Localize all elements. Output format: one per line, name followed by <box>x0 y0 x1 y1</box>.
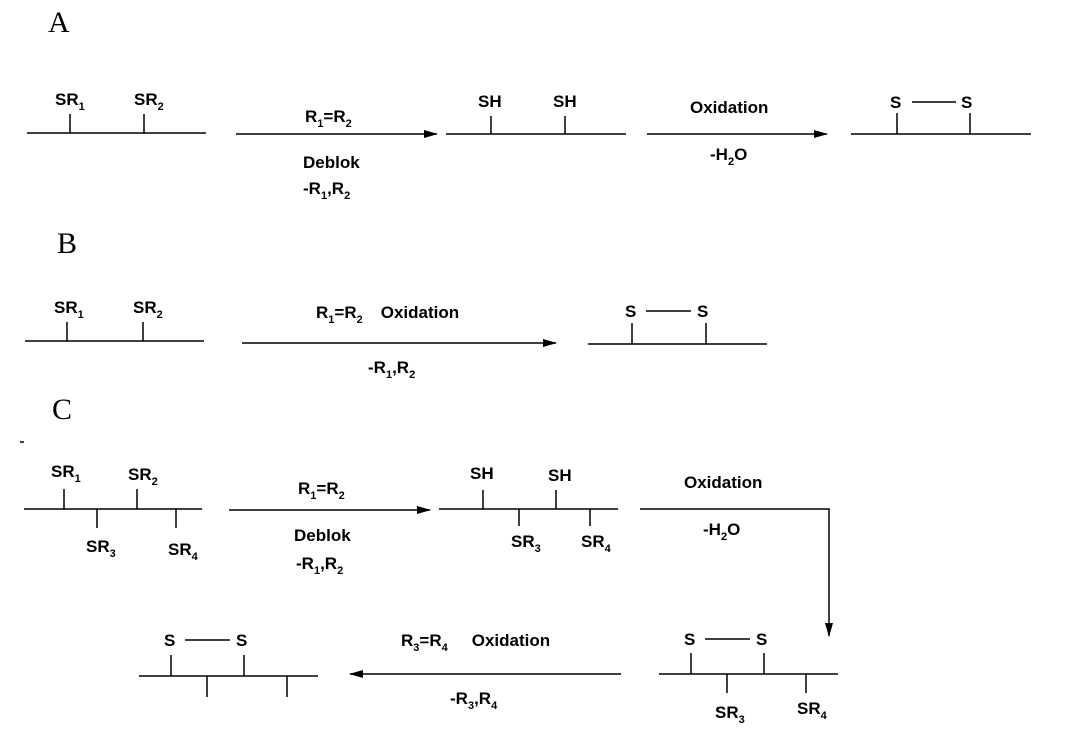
sh-label: SH <box>553 92 577 111</box>
panel-a-reactant: SR1 SR2 <box>27 90 206 134</box>
arrow-condition: Oxidation <box>690 98 768 117</box>
panel-c-letter: C <box>52 393 72 426</box>
panel-a-intermediate: SH SH <box>446 92 626 135</box>
arrow-removed-groups: -R1,R2 <box>296 554 343 577</box>
sr2-label: SR2 <box>128 465 158 488</box>
panel-a: A SR1 SR2 R1=R2 Deblok -R1,R2 SH SH O <box>27 6 1031 202</box>
arrow-removed-groups: -R3,R4 <box>450 689 498 712</box>
sr3-label: SR3 <box>715 703 745 726</box>
arrow-byproduct: -H2O <box>703 520 740 543</box>
sr3-label: SR3 <box>86 537 116 560</box>
panel-c-reactant: SR1 SR2 SR3 SR4 <box>24 462 202 563</box>
sh-label: SH <box>470 464 494 483</box>
sr4-label: SR4 <box>581 532 612 555</box>
arrow-condition: R1=R2 <box>298 479 345 502</box>
panel-b-reactant: SR1 SR2 <box>25 298 204 342</box>
arrow-byproduct: -H2O <box>710 145 747 168</box>
sr2-label: SR2 <box>134 90 164 113</box>
sr4-label: SR4 <box>797 699 828 722</box>
panel-a-letter: A <box>48 6 70 39</box>
panel-a-product: S S <box>851 93 1031 135</box>
panel-c-arrow-oxidation: Oxidation -H2O <box>640 473 833 637</box>
s-label: S <box>164 631 175 650</box>
arrow-condition: Oxidation <box>684 473 762 492</box>
s-label: S <box>961 93 972 112</box>
panel-b-product: S S <box>588 302 767 345</box>
arrow-step-label: Deblok <box>303 153 360 172</box>
arrow-condition: R1=R2 <box>305 107 352 130</box>
sh-label: SH <box>548 466 572 485</box>
panel-b-letter: B <box>57 227 77 260</box>
s-label: S <box>684 630 695 649</box>
panel-c-partial-product: S S SR3 SR4 <box>659 630 838 726</box>
sr1-label: SR1 <box>54 298 84 321</box>
s-label: S <box>625 302 636 321</box>
s-label: S <box>890 93 901 112</box>
panel-c: C SR1 SR2 SR3 SR4 R1=R2 Deblok -R1,R2 <box>20 393 838 726</box>
sr4-label: SR4 <box>168 540 199 563</box>
arrow-step-label: Deblok <box>294 526 351 545</box>
arrow-removed-groups: -R1,R2 <box>368 358 415 381</box>
sr3-label: SR3 <box>511 532 541 555</box>
s-label: S <box>756 630 767 649</box>
panel-c-arrow-deblock: R1=R2 Deblok -R1,R2 <box>229 479 431 577</box>
s-label: S <box>236 631 247 650</box>
sr1-label: SR1 <box>51 462 81 485</box>
panel-c-intermediate: SH SH SR3 SR4 <box>439 464 618 555</box>
s-label: S <box>697 302 708 321</box>
sr2-label: SR2 <box>133 298 163 321</box>
sr1-label: SR1 <box>55 90 85 113</box>
sh-label: SH <box>478 92 502 111</box>
panel-a-arrow-deblock: R1=R2 Deblok -R1,R2 <box>236 107 438 202</box>
reaction-arrow <box>640 508 833 637</box>
panel-c-final-product: S S <box>139 631 318 697</box>
arrow-removed-groups: -R1,R2 <box>303 179 350 202</box>
panel-a-arrow-oxidation: Oxidation -H2O <box>647 98 828 168</box>
